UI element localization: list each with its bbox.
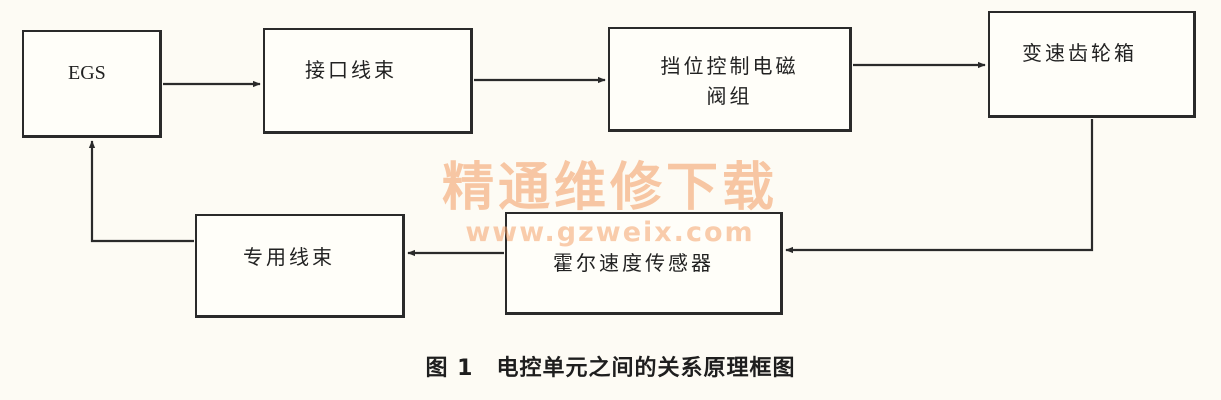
- gearbox-label: 变速齿轮箱: [1022, 41, 1137, 65]
- interface-harness-box: 接口线束: [263, 28, 473, 134]
- dedicated-harness-box: 专用线束: [195, 214, 405, 318]
- hall-speed-sensor-box: 霍尔速度传感器: [505, 212, 783, 315]
- hall-speed-sensor-label: 霍尔速度传感器: [553, 251, 714, 275]
- interface-harness-label: 接口线束: [305, 58, 397, 82]
- dedicated-harness-label: 专用线束: [243, 245, 335, 269]
- egs-box: EGS: [22, 30, 162, 138]
- egs-label: EGS: [68, 62, 106, 84]
- arrow-dedicated-harness-to-egs: [88, 140, 194, 243]
- shift-solenoid-valve-box: 挡位控制电磁 阀组: [608, 27, 852, 132]
- shift-solenoid-label-line2: 阀组: [706, 84, 753, 108]
- arrow-gearbox-to-hall-sensor: [785, 119, 1094, 254]
- shift-solenoid-label-line1: 挡位控制电磁: [660, 54, 799, 78]
- gearbox-box: 变速齿轮箱: [988, 11, 1196, 118]
- figure-caption: 图 1 电控单元之间的关系原理框图: [425, 356, 796, 381]
